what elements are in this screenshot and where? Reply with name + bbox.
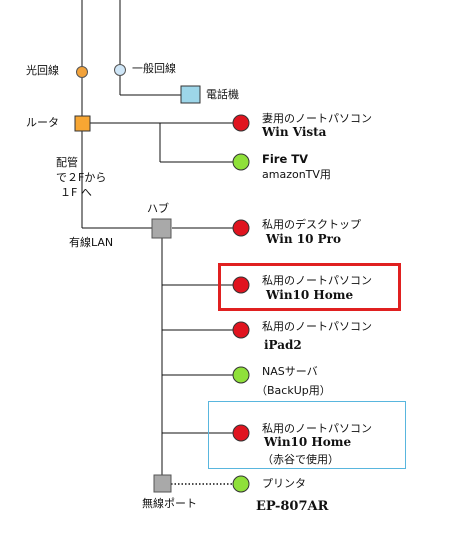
router-box [74,115,91,132]
device-dot-6 [232,366,250,384]
device-detail: （BackUp用） [256,384,331,397]
optical-node [76,66,88,78]
device-note: （赤谷で使用） [262,453,339,466]
device-title: 私用のノートパソコン [262,320,372,333]
highlight-box-akaya [208,401,406,469]
device-title: 私用のデスクトップ [262,218,361,231]
optical-line-label: 光回線 [26,64,59,77]
general-line-label: 一般回線 [132,62,176,75]
hub-label: ハブ [147,202,169,215]
device-dot-3 [232,219,250,237]
device-detail: iPad2 [264,338,302,352]
highlight-box-win10-home [218,263,401,311]
piping-label-1: 配管 [56,156,78,169]
general-node [114,64,126,76]
device-title: 私用のノートパソコン [262,274,372,287]
device-detail: Win10 Home [266,288,354,302]
device-detail: amazonTV用 [262,168,331,181]
device-dot-8 [232,475,250,493]
device-dot-4 [232,276,250,294]
router-label: ルータ [26,116,59,129]
device-title: 私用のノートパソコン [262,422,372,435]
phone-box [180,85,201,104]
device-detail: Win 10 Pro [266,232,341,246]
device-dot-5 [232,321,250,339]
device-detail: Win10 Home [264,435,352,449]
piping-label-2: で２Fから [56,171,107,184]
piping-label-3: １F へ [60,186,92,199]
device-title: Fire TV [262,152,309,166]
device-dot-7 [232,424,250,442]
device-detail: EP-807AR [256,499,329,514]
device-title: NASサーバ [262,365,318,378]
device-detail: Win Vista [262,125,327,139]
hub-box [151,218,172,239]
wireless-port-box [153,474,172,493]
device-dot-2 [232,153,250,171]
device-title: プリンタ [262,477,306,490]
wireless-port-label: 無線ポート [142,497,197,510]
wired-lan-label: 有線LAN [69,236,114,249]
phone-label: 電話機 [206,88,239,101]
device-dot-1 [232,114,250,132]
device-title: 妻用のノートパソコン [262,112,372,125]
